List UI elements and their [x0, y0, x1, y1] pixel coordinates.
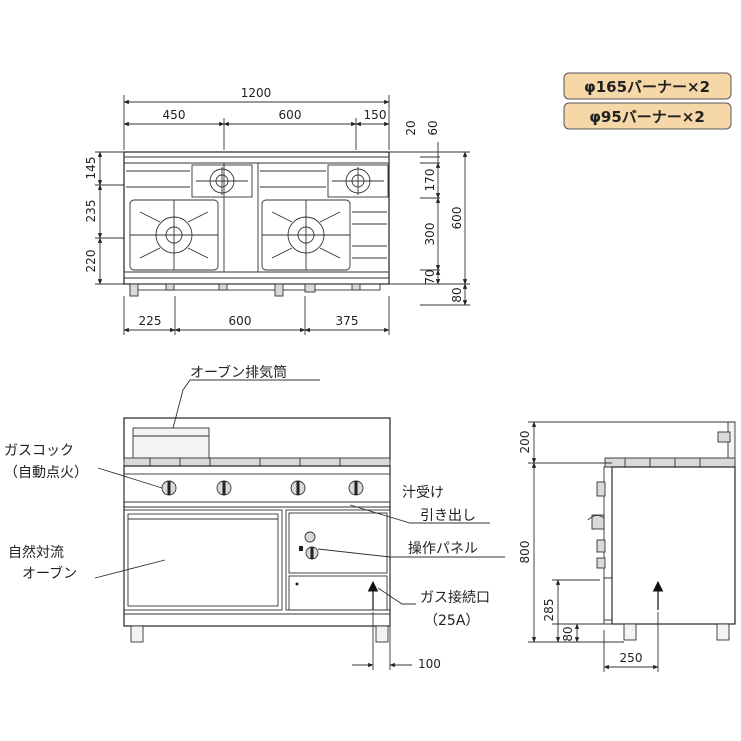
dim-right-total: 600 [450, 207, 464, 230]
label-oven-2: オーブン [22, 565, 77, 582]
large-burner-left [129, 199, 219, 271]
gas-cock-knobs [161, 480, 364, 496]
dim-bottom-2: 600 [229, 314, 252, 328]
dim-side-depth: 250 [620, 651, 643, 665]
control-panel-box [288, 512, 388, 574]
label-control-panel: 操作パネル [408, 541, 478, 557]
small-burner-left [191, 164, 253, 198]
pilot-knob[interactable] [304, 531, 316, 543]
dim-left-3: 220 [84, 250, 98, 273]
dim-side-height: 800 [518, 541, 532, 564]
top-view-body [123, 151, 390, 285]
oven-flue [132, 427, 210, 462]
dim-top-seg-1: 450 [163, 108, 186, 122]
label-oven-flue: オーブン排気筒 [190, 364, 287, 381]
side-knob-4 [596, 557, 606, 569]
badge-small-burner-text: φ95バーナー×2 [589, 108, 705, 126]
dim-left-1: 145 [84, 157, 98, 180]
small-burner-right [327, 164, 389, 198]
badge-large-burner [563, 72, 732, 100]
badge-large-burner-text: φ165バーナー×2 [584, 78, 710, 96]
oven-door[interactable] [123, 509, 283, 611]
label-gas-inlet-1: ガス接続口 [420, 589, 490, 606]
label-drip-tray-1: 汁受け [402, 485, 444, 501]
front-view: オーブン排気筒 ガスコック （自動点火） 自然対流 オーブン 汁受け 引き出し … [4, 364, 505, 671]
foot-right [375, 625, 389, 643]
side-foot-back [716, 623, 730, 641]
dim-top-seg-3: 150 [364, 108, 387, 122]
label-gas-cock-2: （自動点火） [4, 465, 88, 481]
side-view: 200 800 285 80 250 [518, 421, 736, 672]
label-gas-cock-1: ガスコック [4, 443, 74, 459]
dim-bottom-3: 375 [336, 314, 359, 328]
dim-total-width: 1200 [241, 86, 272, 100]
badge-small-burner [563, 102, 732, 130]
burner-badges: φ165バーナー×2 φ95バーナー×2 [563, 72, 732, 130]
dim-right-3: 170 [423, 169, 437, 192]
dim-side-top: 200 [518, 431, 532, 454]
label-oven-1: 自然対流 [8, 544, 64, 561]
lower-drawer[interactable] [288, 575, 388, 611]
dim-right-2: 60 [426, 120, 440, 135]
dim-right-leg: 80 [450, 287, 464, 302]
dim-right-4: 300 [423, 223, 437, 246]
dim-inlet-offset: 100 [418, 657, 441, 671]
side-knob-3 [596, 539, 606, 553]
side-knob-1 [596, 481, 606, 497]
foot-left [130, 625, 144, 643]
label-gas-inlet-2: （25A） [424, 613, 479, 629]
dim-side-leg: 80 [561, 626, 575, 641]
dim-right-5: 70 [423, 269, 437, 284]
dim-side-inlet-height: 285 [542, 599, 556, 622]
dim-top-seg-2: 600 [279, 108, 302, 122]
dim-left-2: 235 [84, 200, 98, 223]
side-foot-front [623, 623, 637, 641]
top-view: 1200 450 600 150 [84, 86, 470, 335]
side-body [611, 466, 736, 625]
dim-bottom-1: 225 [139, 314, 162, 328]
side-knob-2 [591, 514, 605, 530]
large-burner-right [261, 199, 351, 271]
label-drip-tray-2: 引き出し [420, 508, 476, 524]
dim-right-1: 20 [404, 120, 418, 135]
